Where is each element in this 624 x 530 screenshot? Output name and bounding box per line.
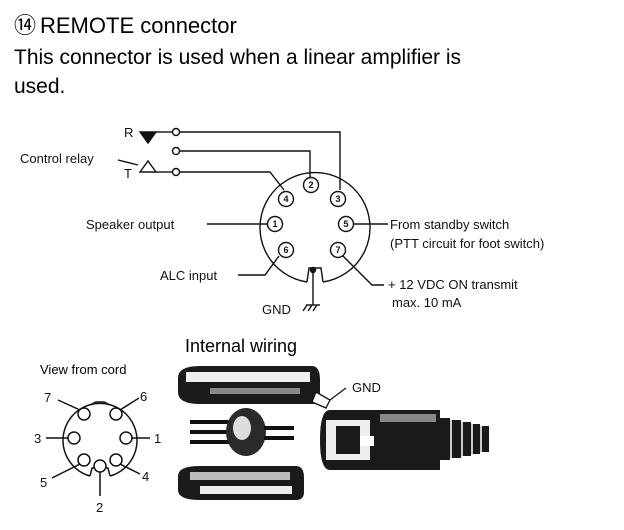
pin-3-number: 3 [335, 194, 340, 204]
pin-6 [277, 241, 295, 259]
speaker-output-label: Speaker output [86, 217, 175, 232]
cord-pin-4 [109, 453, 123, 467]
view-from-cord-diagram [46, 397, 150, 496]
pin-7 [329, 241, 347, 259]
insert-pin-a [190, 420, 240, 424]
shell-top-highlight [186, 372, 310, 382]
leader-pin-6 [119, 397, 140, 411]
insert-face [233, 416, 251, 440]
standby-switch-label: From standby switch [390, 217, 509, 232]
pin-2 [302, 176, 320, 194]
pin-5 [337, 215, 355, 233]
r-label: R [124, 125, 133, 140]
cord-pin-3-number: 3 [34, 431, 41, 446]
description-line-1: This connector is used when a linear amp… [14, 46, 461, 69]
cord-pin-1 [119, 431, 133, 445]
pin-3 [329, 190, 347, 208]
cord-pin-5-number: 5 [40, 475, 47, 490]
vdc-line [342, 255, 384, 286]
insert-pin-c [190, 440, 240, 444]
pin-1-number: 1 [272, 219, 277, 229]
r-relay-triangle-icon [138, 131, 158, 145]
pin-2-number: 2 [308, 180, 313, 190]
shell-top-shade [210, 388, 300, 394]
pin-5-number: 5 [343, 219, 348, 229]
vdc-transmit-label: + 12 VDC ON transmit [388, 277, 518, 292]
section-title: REMOTE connector [40, 13, 237, 38]
gnd-label: GND [262, 302, 291, 317]
wire-t-to-pin4 [180, 171, 285, 191]
view-from-cord-title: View from cord [40, 362, 126, 377]
section-number: ⑭ [14, 13, 36, 38]
pin-7-number: 7 [335, 245, 340, 255]
leader-pin-5 [51, 463, 81, 479]
leader-pin-7 [57, 399, 81, 411]
cord-view-notch [89, 401, 111, 406]
description-line-2: used. [14, 75, 65, 98]
cord-pin-4-number: 4 [142, 469, 149, 484]
gnd-tab [311, 391, 331, 409]
plug-face-detail [336, 426, 360, 454]
pin-1 [266, 215, 284, 233]
gnd-junction [309, 266, 317, 274]
cord-pin-3 [67, 431, 81, 445]
insert-pin-back-b [264, 436, 294, 440]
cord-pin-7-number: 7 [44, 390, 51, 405]
r-terminal [171, 127, 181, 137]
ptt-circuit-label: (PTT circuit for foot switch) [390, 236, 544, 251]
pin-4 [277, 190, 295, 208]
cord-pin-7 [77, 407, 91, 421]
internal-gnd-label: GND [352, 380, 381, 395]
cord-view-outline [62, 402, 138, 477]
shell-top-half [178, 366, 320, 404]
strain-relief [440, 418, 489, 460]
cord-pin-2 [93, 459, 107, 473]
plug-latch [360, 436, 374, 446]
gnd-symbol-hatch-3 [312, 304, 318, 312]
cord-pin-2-number: 2 [96, 500, 103, 515]
wire-common-to-pin2 [180, 150, 311, 178]
cord-pin-6 [109, 407, 123, 421]
din-socket-outline [259, 171, 371, 283]
wire-r-to-pin3 [180, 131, 341, 190]
shell-bottom-half [178, 466, 304, 500]
alc-input-label: ALC input [160, 268, 217, 283]
insert-pin-back-a [264, 426, 294, 430]
internal-wiring-illustration: GND [178, 366, 489, 500]
plug-body-highlight [380, 414, 436, 422]
main-schematic [117, 127, 388, 312]
shell-bottom-highlight [190, 472, 290, 480]
t-label: T [124, 166, 132, 181]
gnd-symbol-hatch-2 [307, 304, 313, 312]
leader-pin-4 [119, 463, 141, 475]
cord-pin-1-number: 1 [154, 431, 161, 446]
control-relay-label: Control relay [20, 151, 94, 166]
t-relay-triangle-icon [138, 159, 158, 173]
t-terminal [171, 167, 181, 177]
relay-common-terminal [171, 146, 181, 156]
internal-wiring-title: Internal wiring [185, 336, 297, 356]
gnd-tab-pointer [329, 387, 347, 401]
vdc-max-current-label: max. 10 mA [392, 295, 462, 310]
insert-pin-b [190, 430, 240, 434]
control-relay-pointer [117, 159, 139, 166]
cord-pin-5 [77, 453, 91, 467]
pin-6-number: 6 [283, 245, 288, 255]
shell-bottom-shade [200, 486, 292, 494]
gnd-symbol-hatch-1 [302, 304, 308, 312]
cord-pin-6-number: 6 [140, 389, 147, 404]
alc-input-line [238, 255, 280, 276]
pin-4-number: 4 [283, 194, 288, 204]
